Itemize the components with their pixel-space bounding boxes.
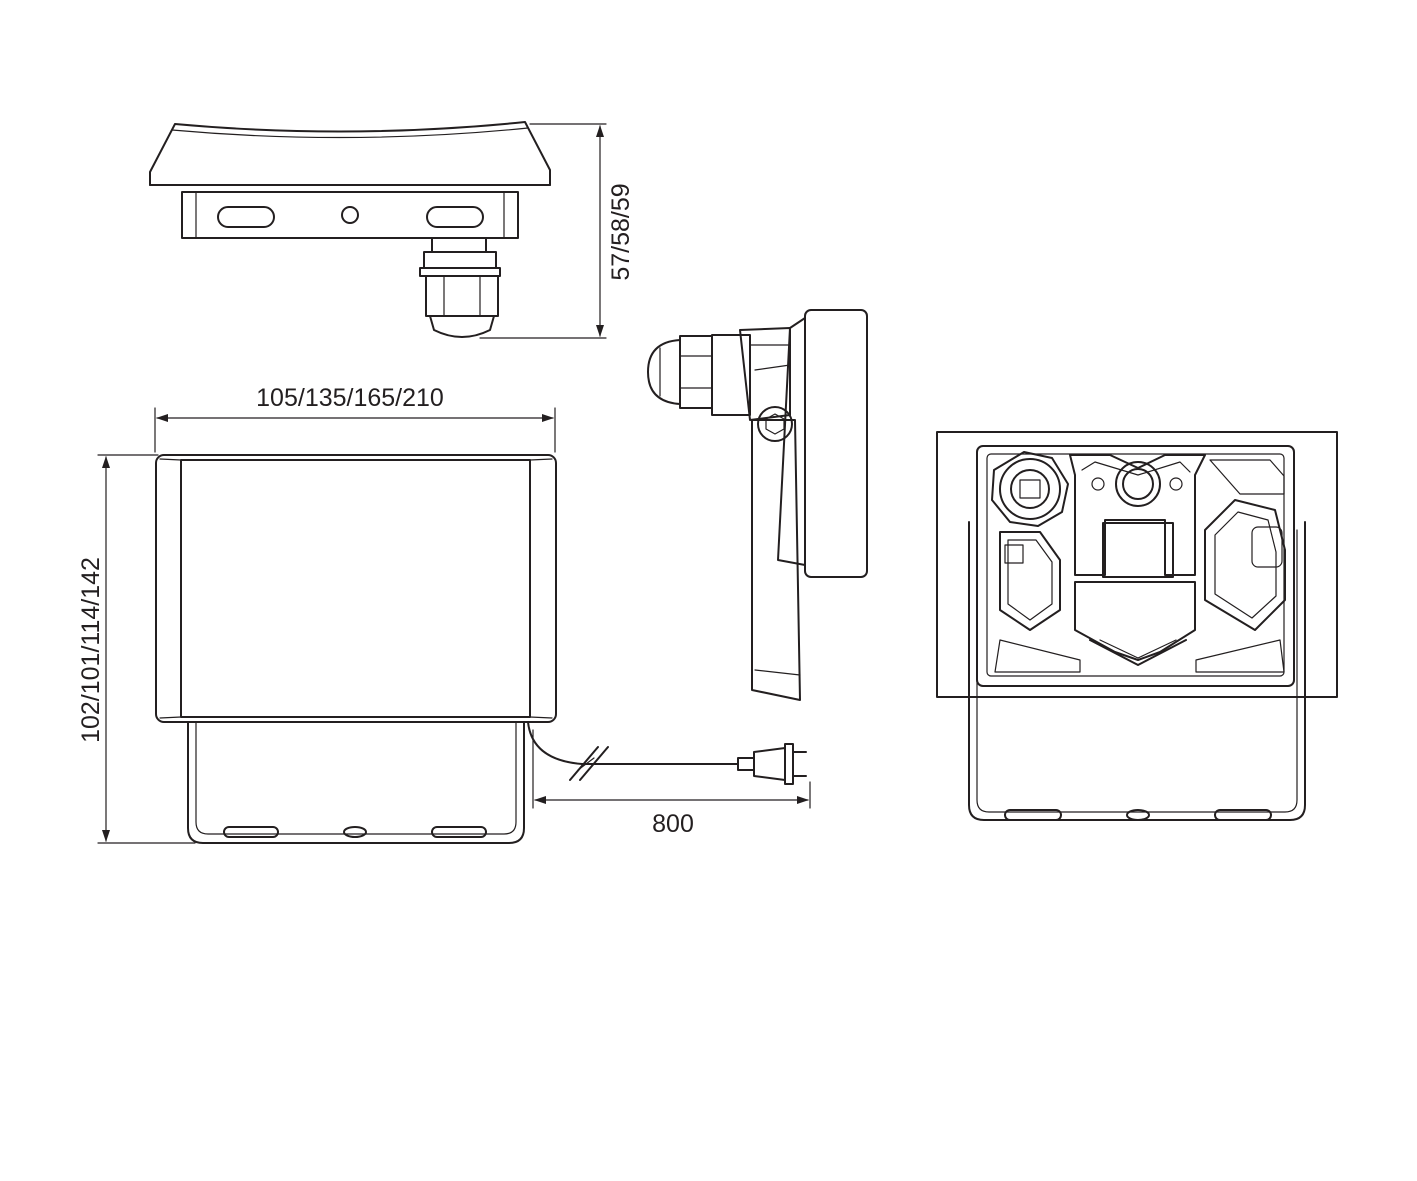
height-top-view-label: 57/58/59 (607, 183, 635, 280)
dim-height-top: 57/58/59 (479, 123, 635, 339)
cable-gland-side (647, 334, 751, 416)
light-housing-front (155, 454, 557, 723)
cable-gland-top (419, 237, 501, 338)
dim-width-front: 105/135/165/210 (154, 384, 556, 453)
mounting-bracket-front (187, 721, 525, 844)
top-view: 57/58/59 (149, 121, 635, 339)
width-front-view-label: 105/135/165/210 (256, 384, 444, 412)
side-view (647, 309, 868, 701)
cable-gland-rear (991, 451, 1069, 527)
cable-length-label: 800 (652, 810, 694, 838)
power-cable (527, 721, 739, 781)
mounting-bracket-rear (968, 521, 1306, 821)
rear-view (936, 431, 1338, 821)
dim-cable-length: 800 (532, 729, 811, 838)
front-view: 105/135/165/210 102/101/114/142 (77, 384, 811, 844)
height-front-view-label: 102/101/114/142 (77, 557, 105, 743)
power-plug (737, 743, 807, 785)
dim-height-front: 102/101/114/142 (77, 454, 196, 844)
